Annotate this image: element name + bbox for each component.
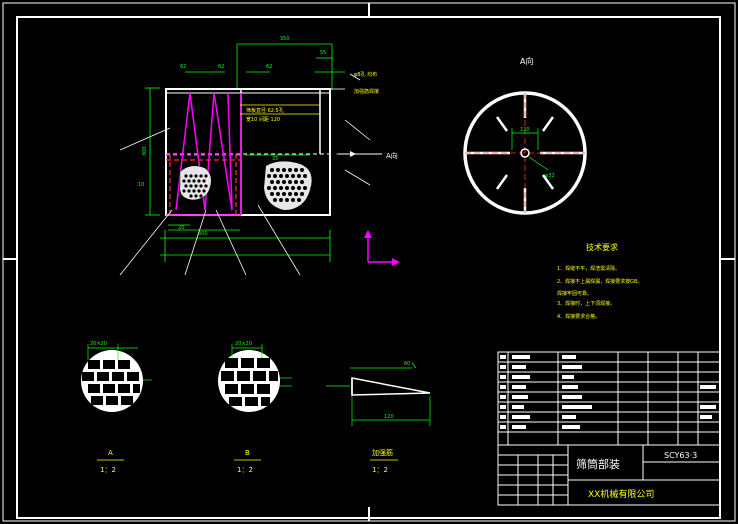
direction-label-top: A向 bbox=[520, 56, 533, 66]
ucs-icon bbox=[364, 230, 400, 266]
svg-text:宽10 间距 120: 宽10 间距 120 bbox=[246, 116, 280, 123]
svg-text:φ32: φ32 bbox=[545, 173, 555, 179]
svg-text:35: 35 bbox=[272, 156, 278, 162]
svg-text:55: 55 bbox=[320, 50, 326, 56]
direction-label-side: A向 bbox=[386, 151, 398, 160]
title-name: 筛筒部装 bbox=[576, 457, 620, 471]
parts-list bbox=[497, 351, 721, 446]
tech-title: 技术要求 bbox=[586, 242, 618, 252]
svg-text:300: 300 bbox=[198, 231, 208, 237]
rib-label: 加强筋 bbox=[372, 448, 393, 457]
tech-requirements: 技术要求 1、焊缝不平，焊渣需清除。 2、焊接不上漏焊漏，焊接要求按GB。 焊接… bbox=[557, 242, 643, 320]
rib-scale: 1：2 bbox=[372, 466, 388, 474]
main-section-view: 350 55 62 62 62 300 300 20 10 35 bbox=[119, 36, 398, 276]
tech-item-1: 1、焊缝不平，焊渣需清除。 bbox=[557, 265, 620, 272]
center-marks bbox=[3, 3, 735, 521]
svg-text:62: 62 bbox=[180, 64, 186, 70]
svg-text:筛板直径 62.5孔: 筛板直径 62.5孔 bbox=[246, 107, 284, 114]
tech-item-2: 2、焊接不上漏焊漏，焊接要求按GB。 bbox=[557, 278, 643, 285]
mesh-patch-left bbox=[179, 165, 212, 201]
title-code: SCY63·3 bbox=[664, 451, 697, 460]
detail-a-scale: 1：2 bbox=[100, 466, 116, 474]
view-a-direction: A向 120 φ32 bbox=[463, 56, 587, 215]
detail-b-label: B bbox=[245, 449, 250, 457]
detail-b: 20×20 B 1：2 bbox=[218, 341, 292, 474]
detail-a-dim: 20×20 bbox=[90, 341, 107, 347]
parts-list-bars bbox=[500, 355, 716, 429]
detail-rib: 60 120 加强筋 1：2 bbox=[326, 361, 431, 474]
svg-text:350: 350 bbox=[280, 36, 290, 42]
tech-item-5: 4、焊接要求合格。 bbox=[557, 313, 600, 320]
svg-text:62: 62 bbox=[218, 64, 224, 70]
svg-text:62: 62 bbox=[266, 64, 272, 70]
tech-item-4: 3、焊接时，上下须焊接。 bbox=[557, 300, 615, 307]
tech-item-3: 焊接牢固可靠。 bbox=[557, 290, 592, 297]
detail-a-label: A bbox=[108, 449, 113, 457]
svg-text:加强筋焊接: 加强筋焊接 bbox=[354, 88, 379, 95]
svg-text:300: 300 bbox=[142, 146, 148, 156]
detail-b-scale: 1：2 bbox=[237, 466, 253, 474]
rib-dim-h: 60 bbox=[404, 361, 410, 367]
rib-dim-w: 120 bbox=[384, 414, 394, 420]
svg-text:20: 20 bbox=[178, 225, 184, 231]
svg-text:120: 120 bbox=[520, 127, 530, 133]
svg-text:10: 10 bbox=[138, 182, 144, 188]
svg-text:φ8孔 均布: φ8孔 均布 bbox=[354, 71, 377, 78]
detail-a: 20×20 A 1：2 bbox=[81, 341, 152, 474]
title-company: XX机械有限公司 bbox=[588, 488, 654, 500]
mesh-patch-right bbox=[264, 161, 312, 210]
detail-b-dim: 20×20 bbox=[235, 341, 252, 347]
title-block bbox=[497, 444, 721, 506]
